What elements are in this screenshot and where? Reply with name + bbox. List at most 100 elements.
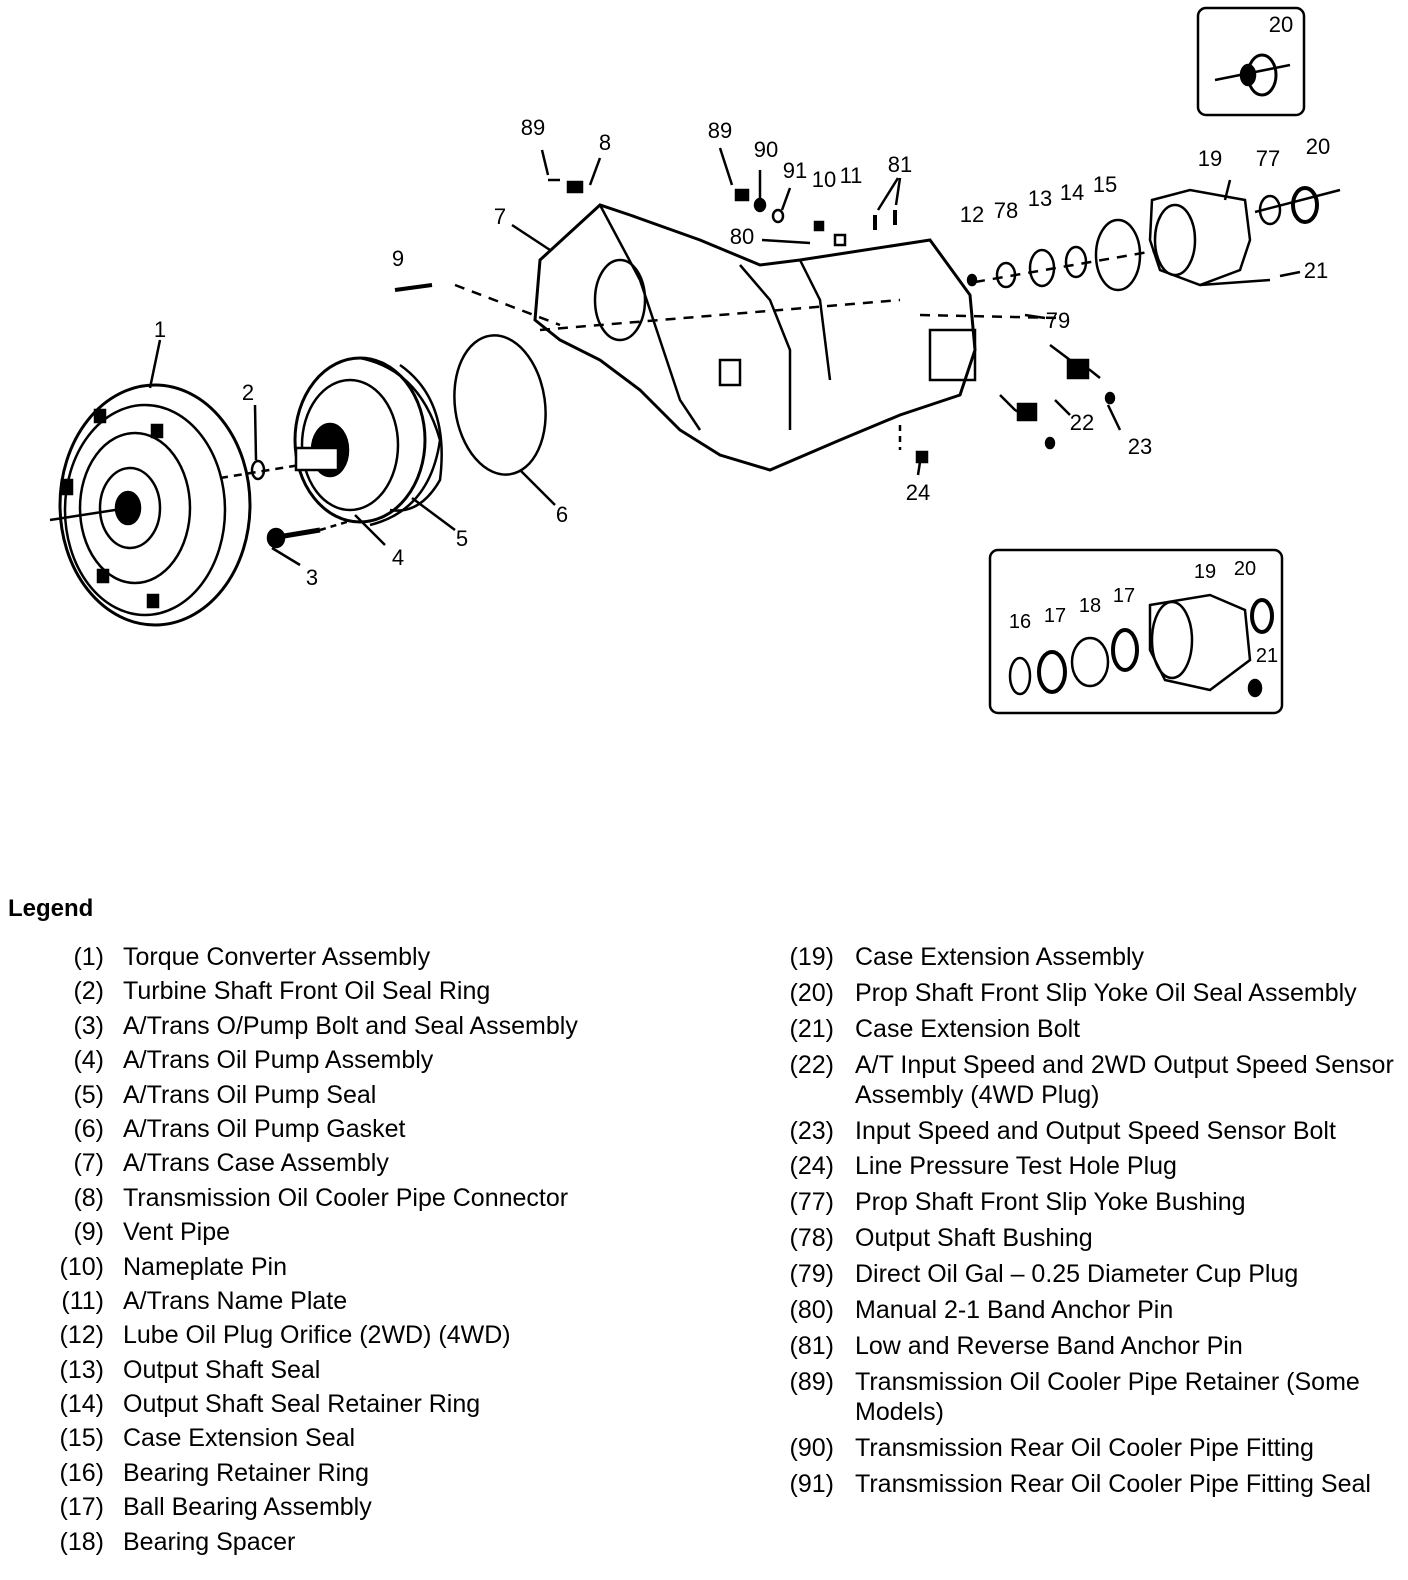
legend-number: (12) (59, 1321, 104, 1350)
legend-label: Torque Converter Assembly (123, 943, 431, 971)
callout-21-inset: 21 (1256, 645, 1278, 667)
legend-item: (15) Case Extension Seal (48, 1423, 668, 1453)
legend-item: (17)Ball Bearing Assembly (48, 1492, 668, 1522)
legend-label: Prop Shaft Front Slip Yoke Oil Seal Asse… (855, 978, 1357, 1007)
callout-20: 20 (1306, 134, 1330, 159)
callout-91: 91 (783, 158, 807, 183)
legend-label: Case Extension Seal (123, 1424, 356, 1453)
callout-90: 90 (754, 137, 778, 162)
legend-number: (16) (59, 1458, 104, 1487)
legend-number: (3) (73, 1011, 104, 1040)
legend-label: Transmission Oil Cooler Pipe Connector (123, 1183, 569, 1212)
legend-right-column: (19)Case Extension Assembly (20)Prop Sha… (784, 942, 1404, 1504)
callout-6: 6 (556, 502, 568, 527)
legend-item: (8)Transmission Oil Cooler Pipe Connecto… (48, 1183, 668, 1213)
callout-14: 14 (1060, 180, 1084, 205)
legend-item: (22)A/T Input Speed and 2WD Output Speed… (784, 1050, 1404, 1110)
legend-title: Legend (8, 895, 94, 922)
legend-label: Low and Reverse Band Anchor Pin (855, 1331, 1243, 1360)
callout-22: 22 (1070, 410, 1094, 435)
legend-item: (7)A/Trans Case Assembly (48, 1148, 668, 1178)
legend-item: (90) Transmission Rear Oil Cooler Pipe Fi… (784, 1433, 1404, 1463)
legend-label: Transmission Rear Oil Cooler Pipe Fittin… (855, 1433, 1314, 1462)
pump-seal-drawing (389, 363, 443, 512)
callout-4: 4 (392, 545, 404, 570)
exploded-transmission-diagram: 1 2 3 4 5 6 7 8 9 89 89 90 91 10 11 81 8… (49, 6, 1341, 715)
legend-item: (5)A/Trans Oil Pump Seal (48, 1080, 668, 1110)
legend-label: A/T Input Speed and 2WD Output Speed Sen… (855, 1050, 1394, 1109)
legend-number: (5) (73, 1080, 104, 1109)
callout-78: 78 (994, 198, 1018, 223)
legend-item: (89) Transmission Oil Cooler Pipe Retaine… (784, 1367, 1404, 1427)
legend-number: (81) (789, 1331, 834, 1360)
legend-item: (13) Output Shaft Seal (48, 1355, 668, 1385)
callout-20-inset: 20 (1269, 12, 1293, 37)
legend-number: (6) (73, 1114, 104, 1143)
legend-item: (79)Direct Oil Gal – 0.25 Diameter Cup P… (784, 1259, 1404, 1289)
case-extension-drawing (1148, 188, 1271, 287)
legend-label: Turbine Shaft Front Oil Seal Ring (123, 977, 491, 1006)
legend-label: Manual 2-1 Band Anchor Pin (855, 1296, 1174, 1325)
legend-label: Bearing Retainer Ring (123, 1458, 369, 1487)
legend-item: (24)Line Pressure Test Hole Plug (784, 1151, 1404, 1181)
legend-number: (91) (789, 1469, 834, 1498)
legend-item: (78)Output Shaft Bushing (784, 1223, 1404, 1253)
legend-number: (19) (789, 943, 834, 971)
legend-number: (21) (789, 1014, 834, 1043)
callout-18: 18 (1079, 595, 1101, 617)
legend-label: Ball Bearing Assembly (123, 1493, 372, 1522)
torque-converter-drawing (49, 383, 252, 627)
legend-label: Prop Shaft Front Slip Yoke Bushing (855, 1188, 1246, 1217)
legend-label: Case Extension Assembly (855, 943, 1145, 971)
legend-number: (7) (73, 1149, 104, 1178)
callout-17b: 17 (1113, 585, 1135, 607)
legend-item: (12)Lube Oil Plug Orifice (2WD) (4WD) (48, 1320, 668, 1350)
oil-pump-drawing (293, 356, 442, 527)
legend-label: Output Shaft Seal (123, 1355, 321, 1384)
legend-left-column: (1) Torque Converter Assembly (2) Turbine … (48, 942, 668, 1561)
legend-item: (91)Transmission Rear Oil Cooler Pipe Fi… (784, 1469, 1404, 1499)
callout-15: 15 (1093, 172, 1117, 197)
legend-item: (19) Case Extension Assembly (784, 942, 1404, 972)
legend-item: (14)Output Shaft Seal Retainer Ring (48, 1389, 668, 1419)
legend-number: (90) (789, 1433, 834, 1462)
callout-20-inset2: 20 (1234, 558, 1256, 580)
callout-19-inset: 19 (1194, 561, 1216, 583)
legend-label: Output Shaft Bushing (855, 1224, 1093, 1253)
legend-label: Transmission Oil Cooler Pipe Retainer (S… (855, 1367, 1360, 1426)
legend-label: Input Speed and Output Speed Sensor Bolt (855, 1116, 1336, 1145)
callout-1: 1 (154, 317, 166, 342)
legend-item: (16) Bearing Retainer Ring (48, 1458, 668, 1488)
legend-number: (23) (789, 1116, 834, 1145)
callout-16: 16 (1009, 611, 1031, 633)
legend-label: A/Trans Oil Pump Assembly (123, 1046, 434, 1075)
callout-9: 9 (392, 246, 404, 271)
legend-number: (1) (73, 943, 104, 971)
callout-5: 5 (456, 526, 468, 551)
legend-number: (89) (789, 1367, 834, 1396)
callout-17a: 17 (1044, 605, 1066, 627)
callout-80: 80 (730, 224, 754, 249)
legend-label: A/Trans Name Plate (123, 1286, 348, 1315)
transmission-case-drawing (533, 203, 977, 472)
legend-item: (23) Input Speed and Output Speed Sensor … (784, 1116, 1404, 1146)
legend-item: (21) Case Extension Bolt (784, 1014, 1404, 1044)
legend-number: (80) (789, 1296, 834, 1325)
callout-77: 77 (1256, 146, 1280, 171)
callout-19: 19 (1198, 146, 1222, 171)
legend-item: (4)A/Trans Oil Pump Assembly (48, 1045, 668, 1075)
callout-12: 12 (960, 202, 984, 227)
legend-item: (18)Bearing Spacer (48, 1527, 668, 1557)
legend-number: (10) (59, 1252, 104, 1281)
legend-number: (14) (59, 1390, 104, 1419)
callout-21: 21 (1304, 258, 1328, 283)
legend-item: (6)A/Trans Oil Pump Gasket (48, 1114, 668, 1144)
legend-number: (15) (59, 1424, 104, 1453)
legend-number: (2) (73, 977, 104, 1006)
legend-number: (13) (59, 1355, 104, 1384)
legend-label: Nameplate Pin (123, 1252, 287, 1281)
callout-10: 10 (812, 167, 836, 192)
legend-item: (1) Torque Converter Assembly (48, 942, 668, 972)
legend-label: Case Extension Bolt (855, 1014, 1081, 1043)
legend-item: (77)Prop Shaft Front Slip Yoke Bushing (784, 1187, 1404, 1217)
